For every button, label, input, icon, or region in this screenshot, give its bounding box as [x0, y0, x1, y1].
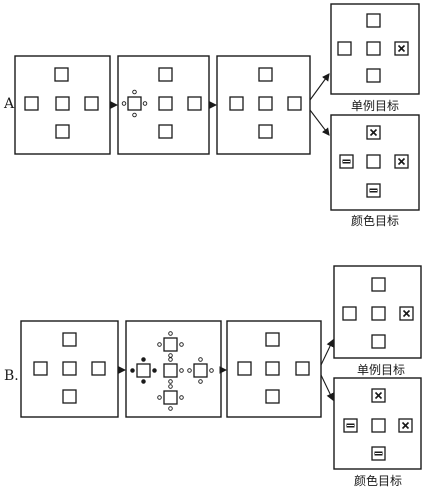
color-target-caption: 颜色目标 — [354, 473, 402, 488]
placeholder-square-right — [187, 96, 202, 111]
target-x-icon — [366, 125, 381, 140]
placeholder-square-bottom — [258, 124, 273, 139]
cued-square-bottom — [163, 390, 178, 405]
placeholder-square-left — [342, 306, 357, 321]
placeholder-square-top — [371, 277, 386, 292]
placeholder-square-bottom — [371, 334, 386, 349]
placeholder-square-left — [337, 41, 352, 56]
placeholder-square-top — [366, 13, 381, 28]
placeholder-square-right — [295, 361, 310, 376]
panel-a: A. — [3, 3, 420, 228]
placeholder-square-bottom — [158, 124, 173, 139]
branch-arrow-up — [309, 73, 330, 101]
branch-arrow-down — [320, 374, 334, 401]
horizontal-bar-icon — [371, 446, 386, 461]
panel-b-display-2 — [125, 320, 222, 418]
cue-dot — [132, 89, 137, 95]
placeholder-square-top — [62, 332, 77, 347]
cue-dot — [121, 101, 127, 106]
cued-square-left — [136, 363, 151, 378]
branch-arrow-up — [320, 339, 334, 366]
placeholder-square-center — [62, 361, 77, 376]
panel-b-singleton-display — [333, 265, 422, 359]
target-x-icon — [398, 418, 413, 433]
placeholder-square-center — [371, 306, 386, 321]
placeholder-square-left — [24, 96, 39, 111]
cue-dot — [132, 112, 137, 118]
placeholder-square-center — [366, 41, 381, 56]
placeholder-square-bottom — [62, 389, 77, 404]
placeholder-square-left — [237, 361, 252, 376]
singleton-target-caption: 单例目标 — [357, 363, 405, 377]
target-x-icon — [394, 154, 409, 169]
panel-a-display-2 — [117, 55, 210, 155]
cued-square-top — [163, 337, 178, 352]
placeholder-square-top — [158, 67, 173, 82]
placeholder-square-top — [258, 67, 273, 82]
cued-square-right — [193, 363, 208, 378]
placeholder-square-top — [265, 332, 280, 347]
placeholder-square-center — [258, 96, 273, 111]
cue-dot — [142, 101, 148, 106]
placeholder-square-top — [54, 67, 69, 82]
placeholder-square-right — [91, 361, 106, 376]
panel-a-singleton-display — [330, 3, 420, 95]
target-x-icon — [399, 306, 414, 321]
horizontal-bar-icon — [343, 418, 358, 433]
placeholder-square-center — [265, 361, 280, 376]
panel-b-color-display — [333, 377, 422, 470]
horizontal-bar-icon — [339, 154, 354, 169]
placeholder-square-center — [371, 418, 386, 433]
placeholder-square-center — [55, 96, 70, 111]
panel-a-display-1 — [14, 55, 111, 155]
panel-b-display-1 — [20, 320, 119, 418]
placeholder-square-right — [287, 96, 302, 111]
placeholder-square-center — [158, 96, 173, 111]
target-x-icon — [371, 388, 386, 403]
placeholder-square-left — [33, 361, 48, 376]
panel-a-display-3 — [216, 55, 311, 155]
panel-b: B. — [4, 265, 422, 488]
placeholder-square-bottom — [366, 68, 381, 83]
target-x-icon — [394, 41, 409, 56]
color-target-caption: 颜色目标 — [351, 213, 399, 228]
panel-b-label: B. — [4, 368, 19, 384]
placeholder-square-left — [229, 96, 244, 111]
placeholder-square-right — [84, 96, 99, 111]
horizontal-bar-icon — [366, 183, 381, 198]
singleton-target-caption: 单例目标 — [351, 99, 399, 113]
cued-square-center — [163, 363, 178, 378]
placeholder-square-center — [366, 154, 381, 169]
cued-square-left — [127, 96, 142, 111]
panel-a-color-display — [330, 114, 420, 211]
placeholder-square-bottom — [55, 124, 70, 139]
placeholder-square-bottom — [265, 389, 280, 404]
panel-b-display-3 — [226, 320, 322, 418]
branch-arrow-down — [309, 109, 330, 136]
